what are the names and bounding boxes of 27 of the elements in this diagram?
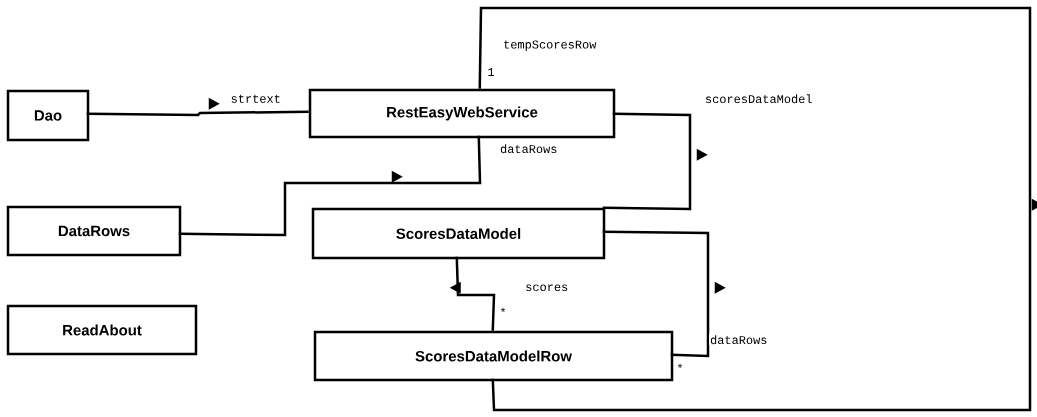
direction-arrow (714, 281, 726, 294)
association-line (178, 135, 482, 237)
class-box: ReadAbout (6, 304, 198, 356)
multiplicity: * (500, 307, 506, 312)
multiplicity: * (677, 363, 683, 368)
association-line (86, 110, 309, 117)
class-box: Dao (6, 89, 90, 142)
edge-label: scores (526, 284, 568, 291)
association-line (602, 112, 692, 211)
class-box: RestEasyWebService (308, 88, 616, 139)
direction-arrow (208, 97, 220, 110)
association-line (455, 256, 496, 331)
edge-label: dataRows (710, 335, 767, 345)
direction-arrow (449, 281, 461, 294)
multiplicity: 1 (488, 68, 494, 76)
edge-label: tempScoresRow (504, 40, 597, 51)
edge-label: dataRows (500, 144, 557, 154)
direction-arrow (391, 170, 403, 183)
direction-arrow (1031, 198, 1037, 211)
edge-label: scoresDataModel (705, 94, 812, 104)
edge-label: strtext (231, 94, 280, 103)
association-line (478, 6, 1032, 412)
direction-arrow (696, 148, 708, 161)
association-line (602, 230, 710, 358)
class-box: ScoresDataModelRow (313, 330, 674, 382)
class-box: ScoresDataModel (311, 207, 606, 260)
class-box: DataRows (6, 205, 182, 257)
